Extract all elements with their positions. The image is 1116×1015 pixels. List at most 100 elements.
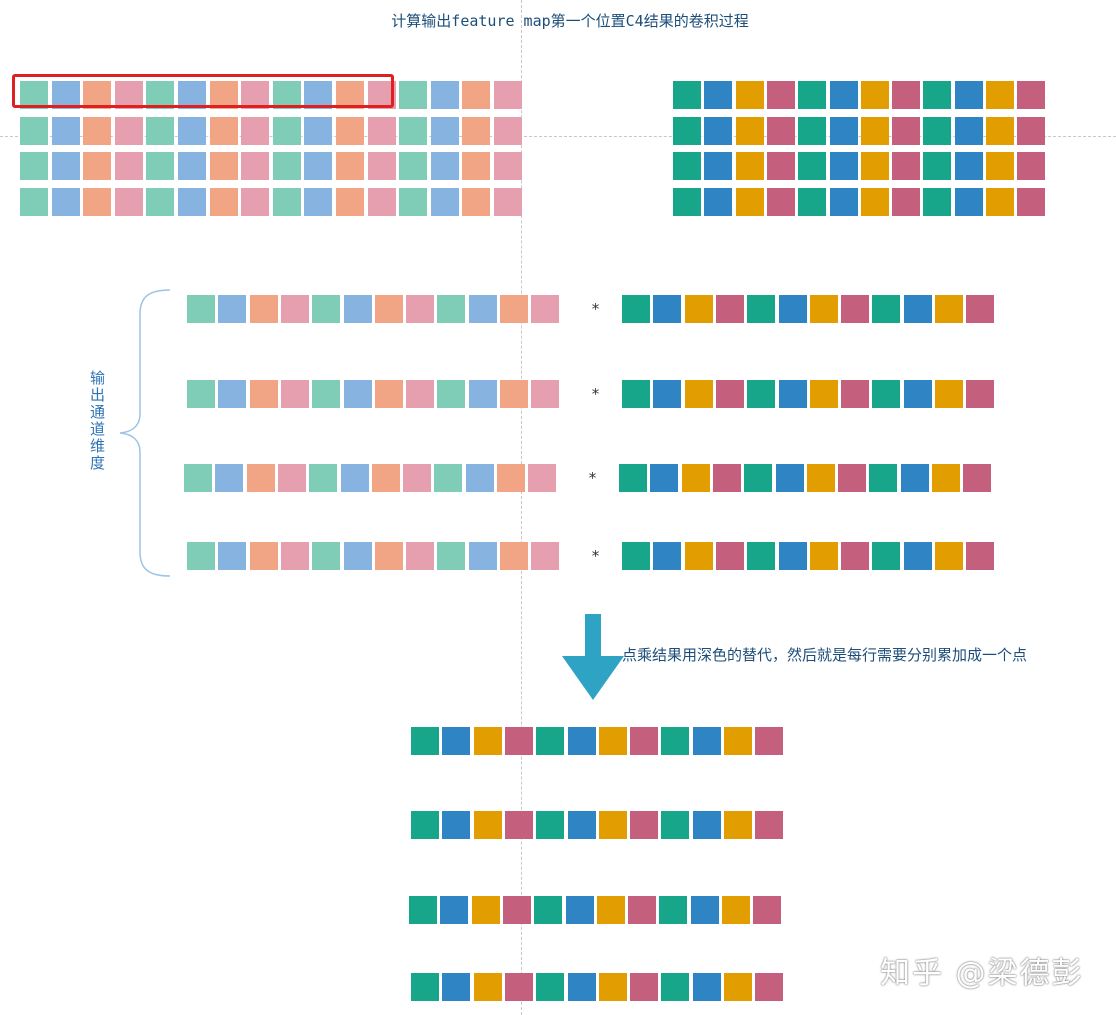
- matrix-cell: [218, 295, 247, 323]
- curly-brace-icon: [119, 289, 171, 577]
- matrix-cell: [829, 117, 858, 145]
- matrix-cell: [715, 542, 744, 570]
- matrix-cell: [661, 973, 690, 1001]
- matrix-cell: [753, 896, 782, 924]
- matrix-cell: [309, 464, 338, 492]
- matrix-cell: [20, 81, 48, 109]
- matrix-cell: [809, 380, 838, 408]
- matrix-cell: [1017, 81, 1046, 109]
- matrix-cell: [653, 542, 682, 570]
- matrix-cell: [178, 152, 206, 180]
- matrix-cell: [312, 542, 341, 570]
- matrix-cell: [500, 542, 528, 570]
- matrix-cell: [872, 380, 901, 408]
- matrix-cell: [249, 542, 278, 570]
- arrow-down-icon: [562, 614, 624, 700]
- matrix-cell: [841, 380, 870, 408]
- matrix-cell: [51, 188, 80, 216]
- matrix-cell: [430, 117, 459, 145]
- matrix-cell: [935, 295, 963, 323]
- matrix-cell: [747, 542, 776, 570]
- matrix-cell: [715, 380, 744, 408]
- matrix-cell: [462, 152, 491, 180]
- matrix-cell: [954, 117, 983, 145]
- matrix-cell: [622, 295, 650, 323]
- matrix-cell: [437, 380, 466, 408]
- matrix-cell: [892, 152, 921, 180]
- matrix-cell: [778, 295, 807, 323]
- matrix-cell: [500, 380, 528, 408]
- matrix-cell: [403, 464, 432, 492]
- matrix-cell: [681, 464, 710, 492]
- matrix-cell: [146, 188, 175, 216]
- matrix-cell: [798, 152, 827, 180]
- matrix-cell: [218, 542, 247, 570]
- matrix-cell: [277, 464, 306, 492]
- matrix-cell: [534, 896, 563, 924]
- matrix-cell: [241, 81, 270, 109]
- matrix-cell: [860, 81, 889, 109]
- matrix-cell: [661, 811, 690, 839]
- matrix-cell: [399, 152, 428, 180]
- matrix-cell: [932, 464, 960, 492]
- matrix-cell: [502, 896, 531, 924]
- matrix-cell: [966, 380, 995, 408]
- matrix-cell: [724, 811, 752, 839]
- matrix-cell: [184, 464, 212, 492]
- matrix-cell: [399, 81, 428, 109]
- matrix-cell: [724, 973, 752, 1001]
- matrix-cell: [900, 464, 929, 492]
- matrix-cell: [653, 380, 682, 408]
- matrix-cell: [841, 542, 870, 570]
- matrix-cell: [374, 380, 403, 408]
- matrix-cell: [954, 152, 983, 180]
- matrix-cell: [504, 727, 533, 755]
- matrix-cell: [442, 811, 471, 839]
- matrix-cell: [241, 152, 270, 180]
- matrix-cell: [630, 811, 659, 839]
- matrix-cell: [704, 188, 733, 216]
- matrix-cell: [272, 152, 301, 180]
- matrix-cell: [406, 295, 435, 323]
- matrix-cell: [494, 117, 522, 145]
- matrix-cell: [966, 542, 995, 570]
- matrix-cell: [249, 380, 278, 408]
- matrix-cell: [336, 188, 364, 216]
- matrix-cell: [280, 380, 309, 408]
- matrix-cell: [692, 727, 721, 755]
- matrix-cell: [340, 464, 369, 492]
- matrix-cell: [806, 464, 835, 492]
- matrix-cell: [986, 152, 1014, 180]
- matrix-cell: [434, 464, 463, 492]
- matrix-cell: [829, 188, 858, 216]
- matrix-cell: [399, 188, 428, 216]
- matrix-cell: [468, 295, 497, 323]
- matrix-cell: [673, 117, 701, 145]
- matrix-cell: [860, 188, 889, 216]
- matrix-cell: [892, 117, 921, 145]
- matrix-cell: [411, 727, 439, 755]
- multiply-symbol: *: [591, 300, 601, 318]
- matrix-cell: [406, 542, 435, 570]
- matrix-cell: [567, 811, 596, 839]
- matrix-cell: [241, 117, 270, 145]
- matrix-cell: [371, 464, 400, 492]
- matrix-cell: [409, 896, 437, 924]
- matrix-cell: [430, 81, 459, 109]
- matrix-cell: [704, 117, 733, 145]
- matrix-cell: [966, 295, 995, 323]
- matrix-cell: [622, 542, 650, 570]
- matrix-cell: [178, 117, 206, 145]
- matrix-cell: [860, 117, 889, 145]
- matrix-cell: [923, 188, 952, 216]
- matrix-cell: [598, 727, 627, 755]
- matrix-cell: [1017, 152, 1046, 180]
- matrix-cell: [838, 464, 867, 492]
- matrix-cell: [20, 152, 48, 180]
- matrix-cell: [406, 380, 435, 408]
- horizontal-guide-line: [0, 136, 1116, 137]
- matrix-cell: [146, 81, 175, 109]
- matrix-cell: [954, 188, 983, 216]
- matrix-cell: [51, 152, 80, 180]
- multiply-symbol: *: [591, 385, 601, 403]
